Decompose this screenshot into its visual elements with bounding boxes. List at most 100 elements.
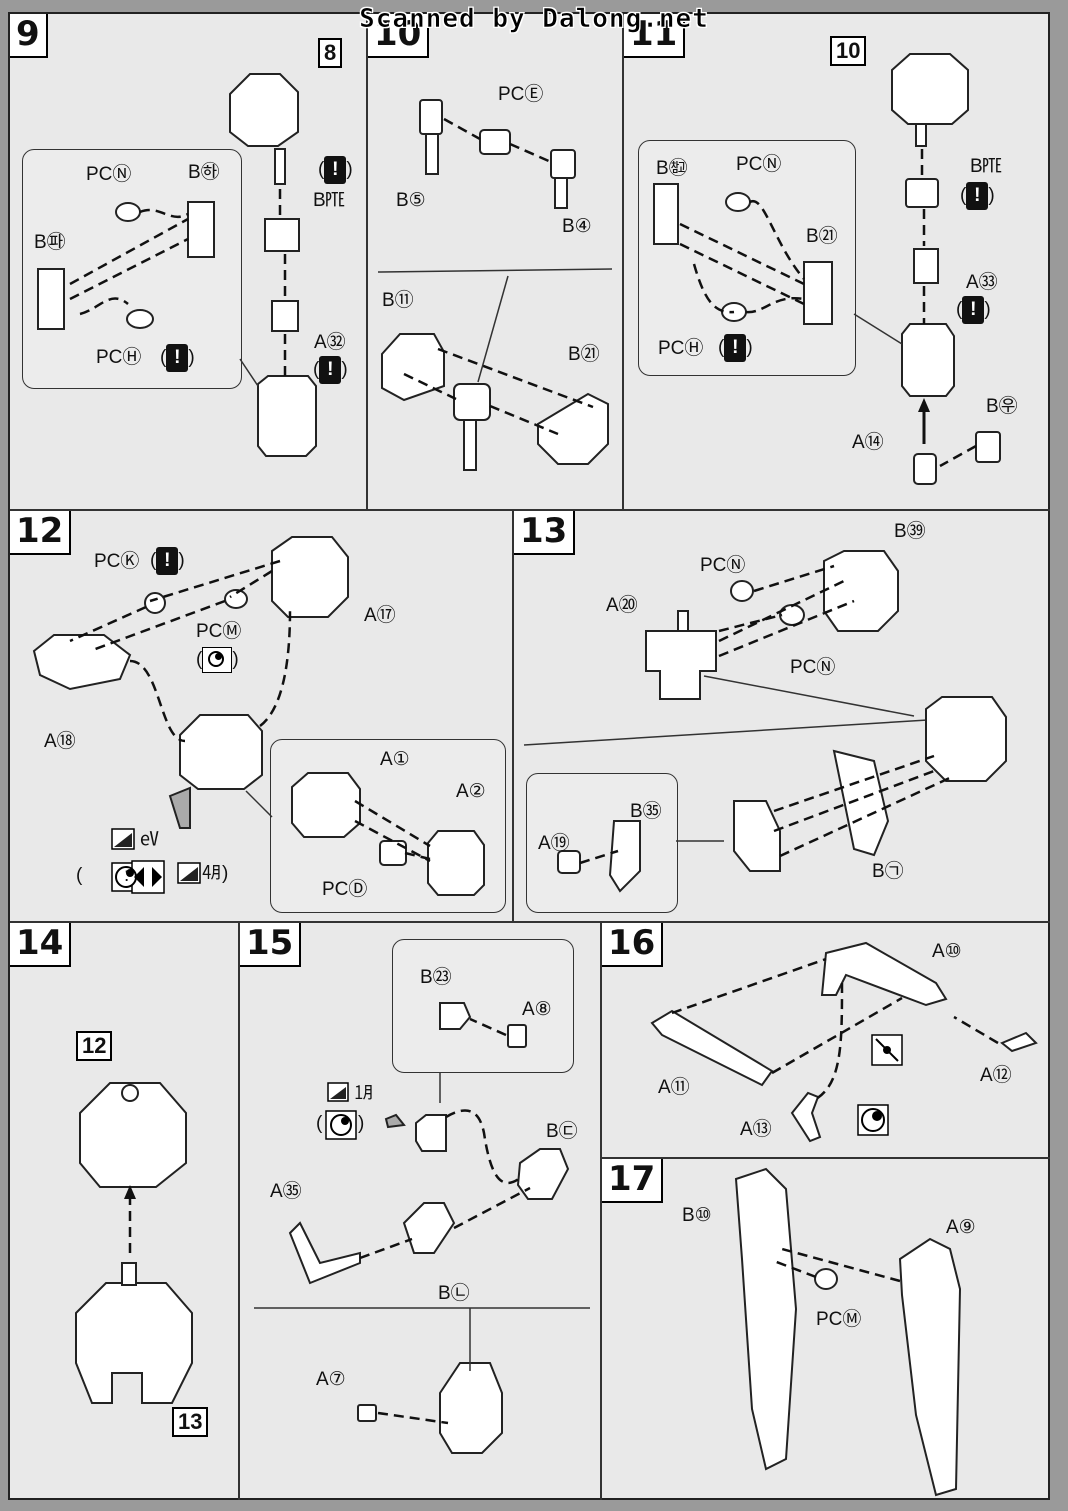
step-12-illustration <box>32 536 485 896</box>
label-pc-m: PCⓂ <box>816 1309 862 1330</box>
detail-callout <box>526 773 678 913</box>
label-b26: B㉺ <box>34 232 66 253</box>
detail-callout <box>392 939 574 1073</box>
step-number: 15 <box>240 923 302 967</box>
label-pc-m: PCⓂ <box>196 621 242 642</box>
warning-note: (!) <box>150 547 185 575</box>
reference-step-8: 8 <box>318 38 343 68</box>
warning-icon: ! <box>962 296 985 324</box>
label-a17: A⑰ <box>364 605 396 626</box>
label-b39: B㊴ <box>894 521 926 542</box>
label-a19: A⑲ <box>538 833 570 854</box>
paint-note: () <box>196 647 239 673</box>
scanner-watermark: Scanned by Dalong.net <box>359 4 709 35</box>
paren-close: ) <box>358 1113 365 1134</box>
label-b24: B㉐ <box>970 156 1002 177</box>
label-pc-h: PCⒽ <box>96 347 142 368</box>
step-15-panel: 15 <box>240 923 602 1500</box>
step-14-panel: 14 12 13 <box>10 923 240 1500</box>
label-b27: B㉻ <box>188 162 220 183</box>
warning-note: (!) <box>718 334 753 362</box>
label-a31: A㉟ <box>270 1181 302 1202</box>
step-17-panel: 17 B⑩ A⑨ PCⓂ <box>602 1159 1050 1500</box>
detail-callout <box>638 140 856 376</box>
label-pc-n: PCⓃ <box>700 555 746 576</box>
step-13-illustration <box>523 550 1007 893</box>
label-a8: A⑧ <box>522 999 552 1020</box>
reference-step-10: 10 <box>830 36 867 66</box>
warning-icon: ! <box>166 344 189 372</box>
label-a32: A㉜ <box>314 332 346 353</box>
paren-open: ( <box>76 865 83 886</box>
step-10-illustration <box>377 99 613 471</box>
paint-swatch-icon <box>202 647 233 673</box>
label-b23: B㉓ <box>420 967 452 988</box>
label-a12: A⑫ <box>980 1065 1012 1086</box>
warning-icon: ! <box>324 156 347 184</box>
warning-note: (!) <box>960 182 995 210</box>
step-13-panel: 13 <box>514 511 1050 923</box>
step-12-panel: 12 <box>10 511 514 923</box>
label-a9: A⑨ <box>946 1217 976 1238</box>
step-number: 9 <box>10 14 48 58</box>
instruction-page: 9 8 <box>8 12 1050 1500</box>
warning-note: (!) <box>956 296 991 324</box>
warning-icon: ! <box>966 182 989 210</box>
warning-note: (!) <box>318 156 353 184</box>
warning-icon: ! <box>724 334 747 362</box>
step-number: 17 <box>602 1159 664 1203</box>
reference-step-13: 13 <box>172 1407 209 1437</box>
step-9-illustration <box>37 73 317 457</box>
step-number: 16 <box>602 923 664 967</box>
label-b10: B⑩ <box>682 1205 712 1226</box>
label-pc-h: PCⒽ <box>658 338 704 359</box>
label-pc-n: PCⓃ <box>86 164 132 185</box>
step-11-panel: 11 10 <box>624 14 1050 511</box>
step-number: 11 <box>624 14 686 58</box>
step-17-illustration <box>734 1167 962 1497</box>
label-a33: A㉝ <box>966 272 998 293</box>
label-b5: B⑤ <box>396 190 426 211</box>
label-b29: B㉾ <box>986 396 1018 417</box>
label-b34: B㉢ <box>546 1121 578 1142</box>
label-b28: B㉼ <box>656 158 688 179</box>
step-16-panel: 16 A⑩ A⑪ A⑫ A⑬ <box>602 923 1050 1159</box>
step-number: 10 <box>368 14 430 58</box>
label-a20: A⑳ <box>606 595 638 616</box>
label-a14: A⑭ <box>852 432 884 453</box>
label-pc-e: PCⒺ <box>498 84 544 105</box>
step-number: 14 <box>10 923 72 967</box>
label-b31: B㉟ <box>630 801 662 822</box>
label-sticker-o: ㋎ <box>140 829 160 850</box>
label-b32: B㉠ <box>872 861 904 882</box>
label-a2: A② <box>456 781 486 802</box>
label-sticker-i: ㋀ <box>354 1083 374 1104</box>
label-pc-d: PCⒹ <box>322 879 368 900</box>
warning-icon: ! <box>156 547 179 575</box>
label-a7: A⑦ <box>316 1369 346 1390</box>
reference-step-12: 12 <box>76 1031 113 1061</box>
label-sticker-e: ㋃ <box>202 863 222 884</box>
label-a18: A⑱ <box>44 731 76 752</box>
step-10-panel: 10 PCⒺ B⑤ <box>368 14 624 511</box>
step-14-illustration <box>75 1082 193 1404</box>
label-b4: B④ <box>562 216 592 237</box>
label-b25: B㉑ <box>806 226 838 247</box>
label-a13: A⑬ <box>740 1119 772 1140</box>
label-a11: A⑪ <box>658 1077 690 1098</box>
step-16-illustration <box>650 941 1038 1143</box>
colon: : <box>124 865 130 886</box>
warning-icon: ! <box>319 356 342 384</box>
label-b21: B㉑ <box>568 344 600 365</box>
paren-open: ( <box>316 1113 323 1134</box>
step-number: 12 <box>10 511 72 555</box>
label-a1: A① <box>380 749 410 770</box>
warning-note: (!) <box>313 356 348 384</box>
step-11-illustration <box>653 53 1001 485</box>
label-pc-n: PCⓃ <box>790 657 836 678</box>
label-a10: A⑩ <box>932 941 962 962</box>
label-b19: B⑪ <box>382 290 414 311</box>
label-pc-k: PCⓀ <box>94 551 140 572</box>
label-b33: B㉡ <box>438 1283 470 1304</box>
warning-note: (!) <box>160 344 195 372</box>
